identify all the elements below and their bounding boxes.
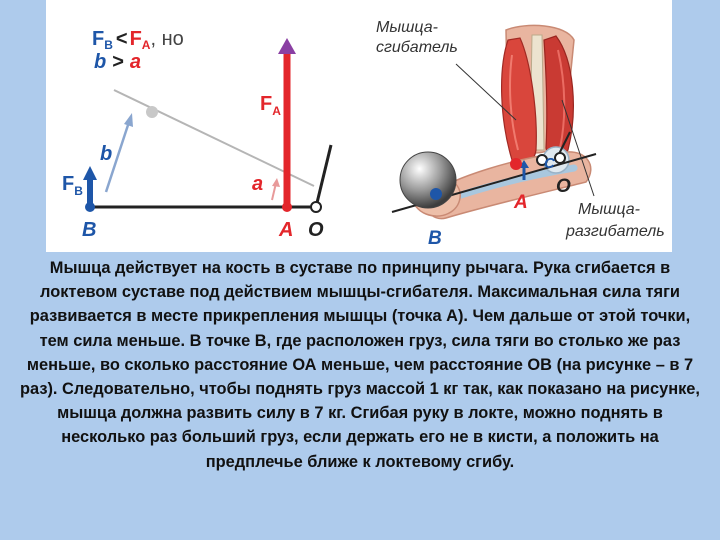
- extensor-muscle-fiber: [557, 49, 566, 149]
- flexor-label-line2: сгибатель: [376, 39, 458, 56]
- formula-line1: FB<FA, но: [92, 28, 184, 52]
- formula-line2: b>a: [94, 51, 141, 73]
- arrow-a-head: [272, 178, 280, 187]
- flexor-pointer: [455, 63, 517, 121]
- force-a-arrow-head: [278, 38, 296, 54]
- lever-diagram: FB<FA, но b>a FA FB b a B A O: [62, 19, 665, 249]
- arm-point-c: [536, 154, 548, 166]
- label-point-o: O: [308, 219, 324, 241]
- arm-point-a: [510, 158, 522, 170]
- force-b-arrow-head: [83, 166, 97, 180]
- label-point-b: B: [82, 219, 96, 241]
- label-a-small: a: [252, 173, 263, 195]
- point-b-dot: [85, 202, 95, 212]
- label-point-a: A: [278, 219, 293, 241]
- arm-label-a: A: [513, 192, 528, 213]
- arm-label-b: B: [428, 228, 442, 249]
- label-fb: FB: [62, 173, 83, 198]
- arrow-b-head: [124, 113, 133, 127]
- point-a-dot: [282, 202, 292, 212]
- arm-point-o: [554, 152, 566, 164]
- arm-label-c: C: [544, 155, 556, 172]
- flexor-muscle-fiber: [509, 54, 519, 151]
- extensor-pointer: [561, 99, 595, 197]
- point-o-dot: [310, 201, 322, 213]
- extensor-label-line1: Мышца-: [578, 201, 640, 218]
- rotated-lever-line: [113, 89, 315, 187]
- flexor-label-line1: Мышца-: [376, 19, 438, 36]
- label-fa: FA: [260, 93, 281, 118]
- arm-label-o: O: [556, 176, 571, 197]
- label-b-small: b: [100, 143, 112, 165]
- weight-ball: [399, 151, 457, 209]
- extensor-label-line2: разгибатель: [565, 223, 665, 240]
- rotated-point-b: [146, 106, 158, 118]
- upper-arm-line: [314, 144, 333, 208]
- caption-text: Мышца действует на кость в суставе по пр…: [20, 259, 700, 471]
- arm-illustration: [391, 24, 597, 220]
- arrow-b: [104, 121, 131, 193]
- arm-point-b: [430, 188, 442, 200]
- lever-figure: FB<FA, но b>a FA FB b a B A O: [46, 0, 672, 252]
